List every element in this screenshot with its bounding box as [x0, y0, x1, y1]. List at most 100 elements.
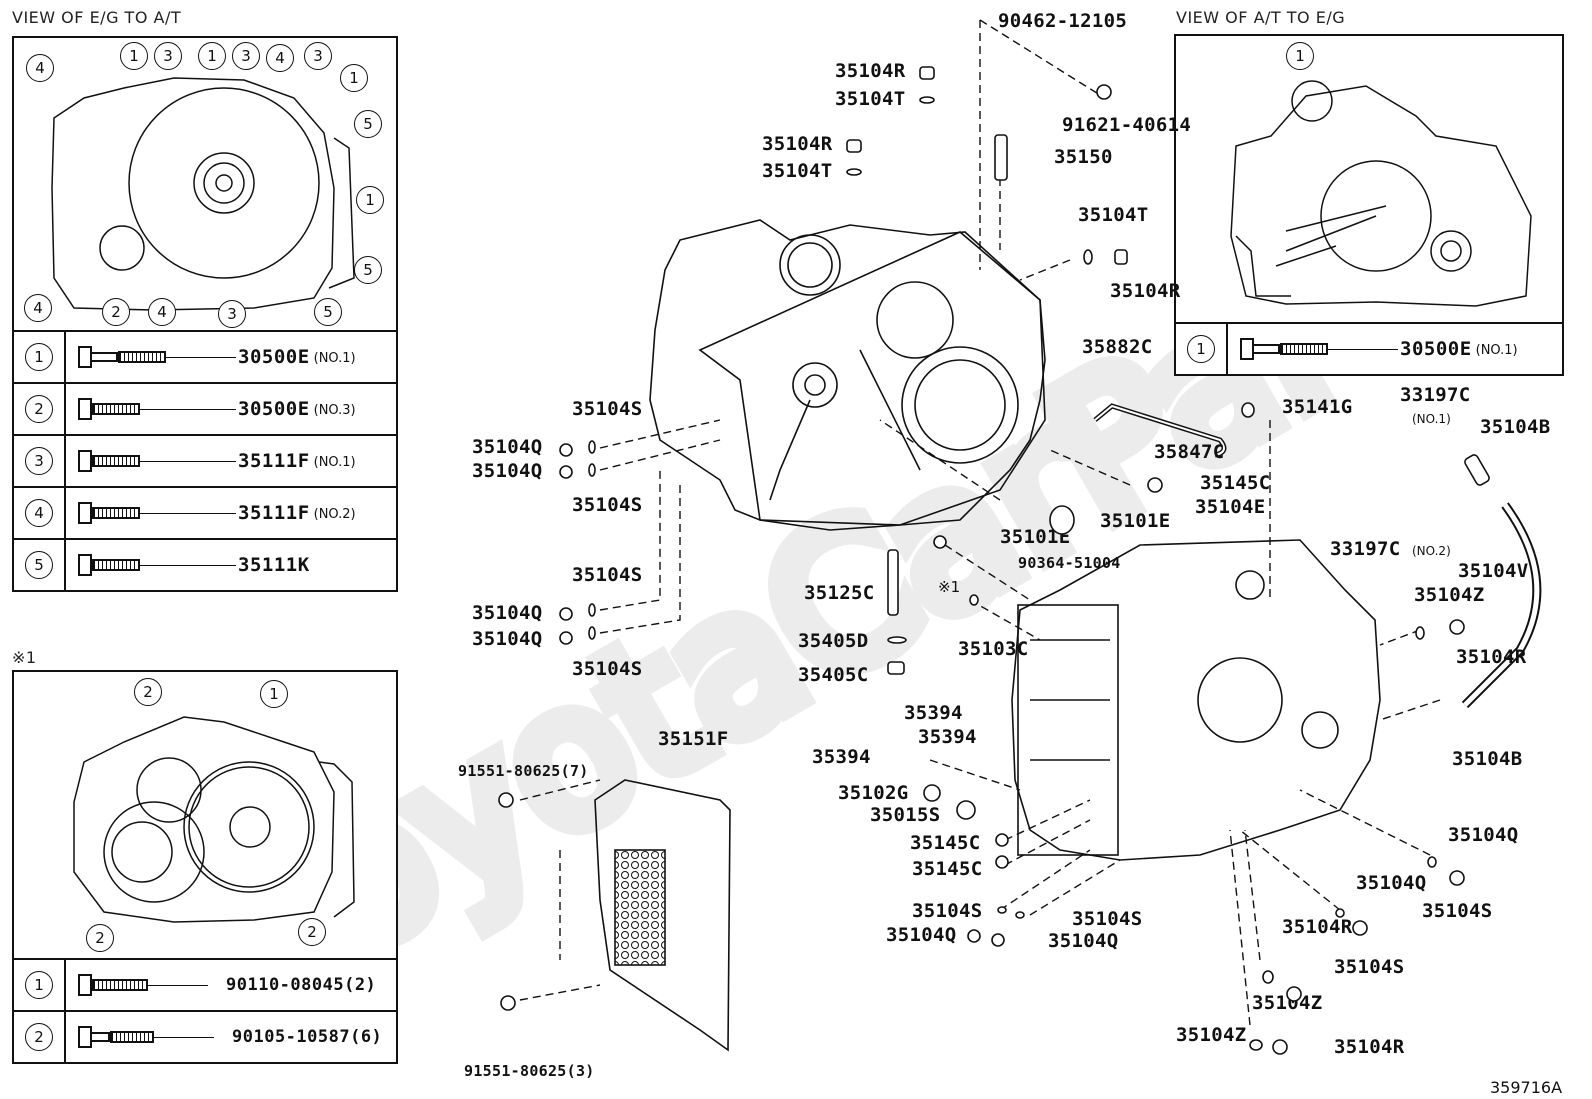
part-label-35104T[interactable]: 35104T [835, 88, 906, 110]
callout-2: 2 [134, 678, 162, 706]
view-note1-caption: ※1 [12, 648, 37, 667]
part-label-35145C[interactable]: 35145C [1200, 472, 1271, 494]
part-label-35104Q[interactable]: 35104Q [472, 460, 543, 482]
bolt-icon [78, 450, 236, 472]
legend-part-number[interactable]: 90110-08045(2) [226, 975, 377, 995]
part-label-35104R[interactable]: 35104R [1282, 916, 1353, 938]
bolt-icon [1240, 338, 1398, 360]
part-label-91551-80625-7[interactable]: 91551-80625(7) [458, 762, 589, 780]
callout-2: 2 [298, 918, 326, 946]
part-label-35104R[interactable]: 35104R [762, 133, 833, 155]
bolt-icon [78, 554, 236, 576]
part-label-35104S[interactable]: 35104S [1334, 956, 1405, 978]
part-label-35104Q[interactable]: 35104Q [886, 924, 957, 946]
part-label-35104R[interactable]: 35104R [835, 60, 906, 82]
part-label-35125C[interactable]: 35125C [804, 582, 875, 604]
bolt-icon [78, 1026, 214, 1048]
legend-part-note: (NO.2) [313, 506, 356, 522]
bolt-legend-table-note1: 1 90110-08045(2) 2 90105-10587(6) [12, 958, 398, 1064]
bolt-icon [78, 974, 208, 996]
bolt-icon [78, 502, 236, 524]
callout-1: 1 [120, 42, 148, 70]
part-label-35104T[interactable]: 35104T [762, 160, 833, 182]
part-label-35104S[interactable]: 35104S [912, 900, 983, 922]
part-label-35103C[interactable]: 35103C [958, 638, 1029, 660]
part-label-35104Z[interactable]: 35104Z [1176, 1024, 1247, 1046]
part-label-35405C[interactable]: 35405C [798, 664, 869, 686]
part-note-no1: (NO.1) [1412, 412, 1451, 426]
view-note1-figure: 2 1 2 2 [12, 670, 398, 960]
case-side-drawing [73, 716, 355, 923]
part-label-35104E[interactable]: 35104E [1195, 496, 1266, 518]
part-label-35104S[interactable]: 35104S [572, 494, 643, 516]
callout-5: 5 [354, 110, 382, 138]
part-label-35141G[interactable]: 35141G [1282, 396, 1353, 418]
part-label-33197C-no2[interactable]: 33197C [1330, 538, 1401, 560]
legend-row: 4 35111F(NO.2) [12, 486, 398, 540]
part-label-35104B[interactable]: 35104B [1452, 748, 1523, 770]
part-label-35151F[interactable]: 35151F [658, 728, 729, 750]
legend-part-number[interactable]: 35111F [238, 502, 310, 524]
part-label-90364-51004[interactable]: 90364-51004 [1018, 554, 1121, 572]
part-label-35104Q[interactable]: 35104Q [1356, 872, 1427, 894]
legend-number: 2 [25, 395, 53, 423]
part-label-35847C[interactable]: 35847C [1154, 441, 1225, 463]
legend-part-number[interactable]: 30500E [1400, 338, 1472, 360]
part-label-35394[interactable]: 35394 [812, 746, 871, 768]
bolt-icon [78, 398, 236, 420]
part-label-35104Z[interactable]: 35104Z [1252, 992, 1323, 1014]
part-label-35104S[interactable]: 35104S [1072, 908, 1143, 930]
legend-part-note: (NO.1) [313, 454, 356, 470]
callout-3: 3 [304, 42, 332, 70]
transaxle-housing-drawing [649, 219, 1046, 531]
part-label-35104R[interactable]: 35104R [1456, 646, 1527, 668]
part-label-35405D[interactable]: 35405D [798, 630, 869, 652]
legend-row: 5 35111K [12, 538, 398, 592]
part-label-35104R[interactable]: 35104R [1334, 1036, 1405, 1058]
part-label-35104Z[interactable]: 35104Z [1414, 584, 1485, 606]
part-label-35104V[interactable]: 35104V [1458, 560, 1529, 582]
callout-1: 1 [356, 186, 384, 214]
part-label-35394[interactable]: 35394 [918, 726, 977, 748]
legend-part-number[interactable]: 35111K [238, 554, 310, 576]
part-label-90462-12105[interactable]: 90462-12105 [998, 10, 1128, 32]
legend-row: 3 35111F(NO.1) [12, 434, 398, 488]
legend-row: 1 30500E(NO.1) [1174, 322, 1564, 376]
part-label-35145C[interactable]: 35145C [912, 858, 983, 880]
part-label-35104Q[interactable]: 35104Q [472, 436, 543, 458]
part-label-35104Q[interactable]: 35104Q [1048, 930, 1119, 952]
part-label-35104Q[interactable]: 35104Q [472, 602, 543, 624]
legend-number: 3 [25, 447, 53, 475]
part-label-35104S[interactable]: 35104S [572, 398, 643, 420]
part-label-33197C-no1[interactable]: 33197C [1400, 384, 1471, 406]
legend-part-number[interactable]: 35111F [238, 450, 310, 472]
part-label-91621-40614[interactable]: 91621-40614 [1062, 114, 1192, 136]
part-label-35150[interactable]: 35150 [1054, 146, 1113, 168]
case-rear-drawing [1230, 80, 1532, 307]
legend-row: 1 90110-08045(2) [12, 958, 398, 1012]
legend-part-number[interactable]: 90105-10587(6) [232, 1027, 383, 1047]
part-label-35101E[interactable]: 35101E [1100, 510, 1171, 532]
part-label-35104R[interactable]: 35104R [1110, 280, 1181, 302]
part-label-35145C[interactable]: 35145C [910, 832, 981, 854]
callout-1: 1 [260, 680, 288, 708]
part-label-35104S[interactable]: 35104S [572, 658, 643, 680]
part-label-35015S[interactable]: 35015S [870, 804, 941, 826]
part-label-35104S[interactable]: 35104S [572, 564, 643, 586]
part-label-35104Q[interactable]: 35104Q [472, 628, 543, 650]
part-label-35394[interactable]: 35394 [904, 702, 963, 724]
oil-pan-drawing [594, 779, 731, 1052]
part-label-35104B[interactable]: 35104B [1480, 416, 1551, 438]
part-label-91551-80625-3[interactable]: 91551-80625(3) [464, 1062, 595, 1080]
part-label-35104S[interactable]: 35104S [1422, 900, 1493, 922]
legend-part-number[interactable]: 30500E [238, 346, 310, 368]
part-label-35101E[interactable]: 35101E [1000, 526, 1071, 548]
part-label-35102G[interactable]: 35102G [838, 782, 909, 804]
callout-3: 3 [218, 300, 246, 328]
bolt-legend-table-at-to-eg: 1 30500E(NO.1) [1174, 322, 1564, 376]
callout-3: 3 [232, 42, 260, 70]
part-label-35882C[interactable]: 35882C [1082, 336, 1153, 358]
part-label-35104Q[interactable]: 35104Q [1448, 824, 1519, 846]
part-label-35104T[interactable]: 35104T [1078, 204, 1149, 226]
legend-part-number[interactable]: 30500E [238, 398, 310, 420]
